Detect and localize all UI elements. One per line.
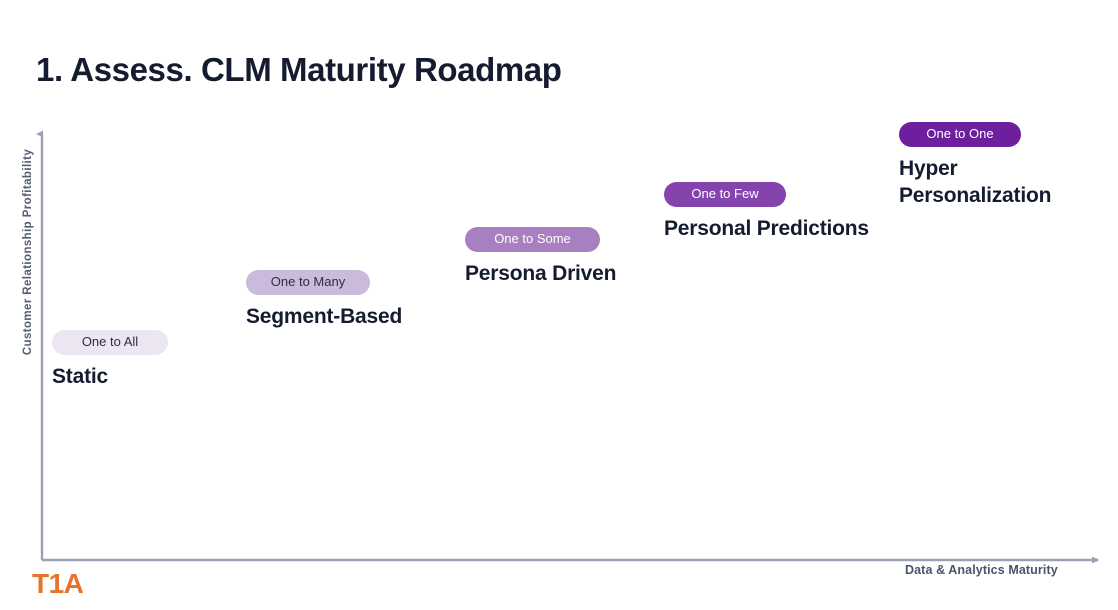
stage-static[interactable]: One to All Static — [52, 330, 168, 391]
x-axis-label: Data & Analytics Maturity — [905, 563, 1058, 577]
stage-segment-based-pill[interactable]: One to Many — [246, 270, 370, 296]
stage-persona-driven-label: Persona Driven — [465, 262, 617, 286]
stage-hyper-personalization-pill[interactable]: One to One — [899, 122, 1021, 148]
stage-personal-predictions-label: Personal Predictions — [664, 217, 869, 241]
stage-persona-driven[interactable]: One to Some Persona Driven — [465, 227, 616, 288]
stage-hyper-personalization[interactable]: One to One Hyper Personalization — [899, 122, 1051, 209]
stage-personal-predictions-pill[interactable]: One to Few — [664, 182, 786, 208]
stage-persona-driven-pill[interactable]: One to Some — [465, 227, 600, 253]
stage-static-pill[interactable]: One to All — [52, 330, 168, 356]
brand-logo[interactable]: T1A — [32, 568, 84, 599]
stage-hyper-personalization-label: Hyper Personalization — [899, 157, 1052, 207]
y-axis-label: Customer Relationship Profitability — [22, 148, 34, 356]
stage-static-label: Static — [52, 365, 108, 389]
page-title: 1. Assess. CLM Maturity Roadmap — [36, 51, 562, 88]
stage-segment-based-label: Segment-Based — [246, 305, 403, 329]
stage-personal-predictions[interactable]: One to Few Personal Predictions — [664, 182, 869, 243]
stage-segment-based[interactable]: One to Many Segment-Based — [246, 270, 402, 331]
